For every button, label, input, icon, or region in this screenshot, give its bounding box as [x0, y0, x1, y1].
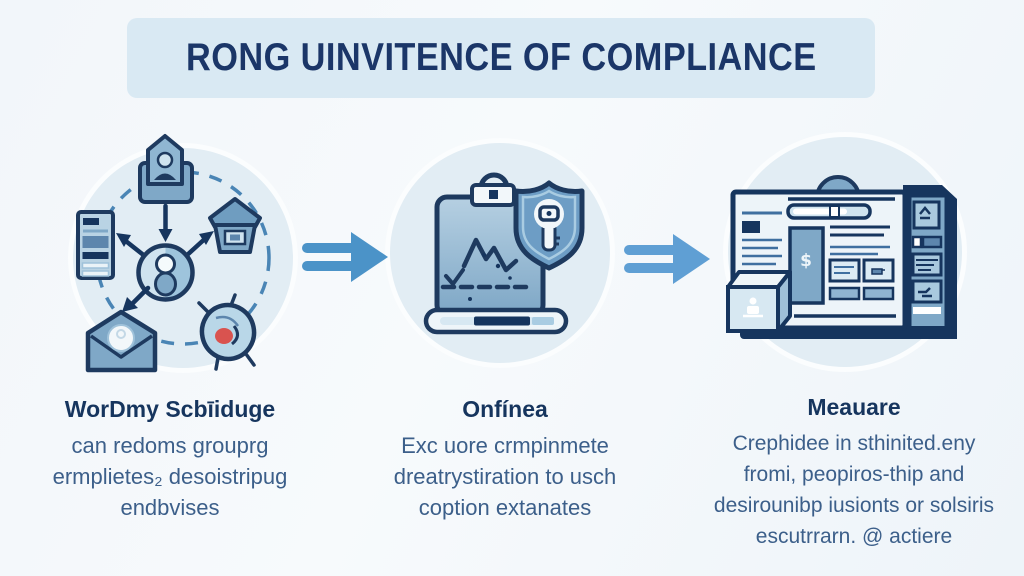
step1-caption: WorDmy Scbīiduge can redoms grouprg ermp…: [10, 396, 330, 523]
arrow-top-to-hub: [158, 203, 173, 242]
sidebar-tile-icon: [912, 200, 941, 230]
step1-line1: can redoms grouprg: [71, 433, 269, 458]
title-banner: RONG UINVITENCE OF COMPLIANCE: [127, 18, 875, 98]
step2-line3: coption extanates: [418, 495, 592, 520]
sidebar-checkbox: [911, 235, 923, 249]
mini-card-2: [862, 258, 895, 283]
step3-line4: escutrrarn. @ actiere: [755, 525, 953, 548]
envelope-icon: [85, 309, 158, 373]
shield-key-icon: [513, 180, 585, 271]
step1-heading: WorDmy Scbīiduge: [64, 396, 276, 422]
cube-icon: [726, 270, 792, 333]
arrow-1: [302, 232, 388, 282]
dollar-glyph: $: [800, 251, 812, 271]
sidebar-white-bar: [913, 307, 941, 314]
button-bar-2: [862, 286, 895, 301]
step3-caption: Meauare Crephidee in sthinited.eny fromi…: [682, 394, 1024, 552]
bug-icon: [197, 293, 257, 371]
cube-figure-glyph: [743, 297, 763, 318]
arrow-2: [624, 234, 710, 284]
network-hub-illustration: [76, 134, 271, 373]
sidebar-panel: [903, 185, 957, 339]
document-list-icon: [76, 210, 115, 280]
step3-heading: Meauare: [807, 394, 901, 420]
search-bar: [786, 203, 872, 220]
step1-line3: endbvises: [120, 495, 220, 520]
arrow-hub-to-box: [183, 231, 214, 259]
step3-line1: Crephidee in sthinited.eny: [732, 432, 976, 455]
arrow-hub-to-envelope: [122, 285, 151, 312]
content-lines: [830, 225, 890, 256]
step3-line2: fromi, peopiros-thip and: [743, 463, 965, 486]
mini-card-1: [828, 258, 861, 283]
step3-line3: desirounibp iusionts or solsiris: [713, 494, 995, 517]
container-box-icon: [208, 197, 262, 254]
laptop-base-icon: [423, 307, 569, 335]
dashboard-illustration: $: [726, 175, 957, 339]
page-title: RONG UINVITENCE OF COMPLIANCE: [185, 36, 817, 79]
step2-caption: Onfínea Exc uore crmpinmete dreatrystira…: [348, 396, 662, 523]
keyhole-hub-icon: [136, 243, 195, 302]
step2-line1: Exc uore crmpinmete: [401, 433, 609, 458]
button-bar-1: [828, 286, 861, 301]
monitor-user-icon: [138, 134, 194, 204]
clipboard-shield-illustration: [423, 172, 585, 335]
step2-line2: dreatrystiration to usch: [393, 464, 617, 489]
step1-line2: ermplietes₂ desoistripug: [52, 464, 288, 489]
price-card: $: [788, 226, 825, 305]
step2-heading: Onfínea: [462, 396, 548, 422]
arrow-hub-to-document: [116, 233, 149, 260]
